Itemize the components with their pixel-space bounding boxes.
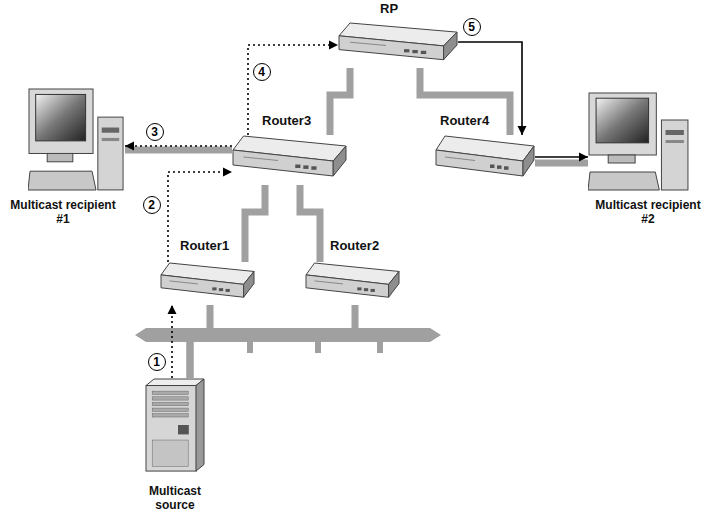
server-icon [145, 378, 205, 472]
rendezvous-point-router: RP [338, 22, 458, 68]
router-icon [160, 262, 255, 305]
arrowhead [223, 168, 232, 177]
arrowhead [168, 305, 177, 314]
callout-number: 5 [463, 18, 481, 36]
connector-line [171, 305, 173, 378]
router-icon [338, 22, 458, 68]
callout-number: 2 [143, 196, 161, 214]
network-link [300, 185, 320, 262]
node-label: Multicast source [130, 484, 220, 512]
callout-number: 4 [253, 63, 271, 81]
arrowhead [125, 142, 134, 151]
connector-line [168, 172, 232, 262]
router-icon [305, 262, 400, 305]
node-label: Router3 [262, 113, 311, 129]
router: Router1 [160, 262, 255, 305]
node-label: Router2 [330, 238, 379, 254]
node-label: Multicast recipient #2 [593, 198, 703, 226]
pc-icon [588, 92, 690, 192]
network-link [420, 68, 510, 135]
dotted-flow-arrow [168, 305, 177, 378]
source-server: Multicast source [145, 378, 205, 472]
connector-line [125, 145, 232, 147]
flow-arrow [535, 153, 588, 162]
router-icon [232, 135, 347, 185]
node-label: Multicast recipient #1 [8, 198, 118, 226]
connector-line [330, 68, 350, 135]
network-link [535, 163, 588, 164]
network-link [125, 150, 232, 151]
connector-line [125, 147, 232, 154]
dotted-flow-arrow [125, 142, 232, 151]
arrowhead [579, 153, 588, 162]
callout-number: 1 [148, 353, 166, 371]
network-link [190, 305, 355, 378]
router: Router2 [305, 262, 400, 305]
connector-line [190, 305, 355, 378]
arrowhead [329, 41, 338, 50]
router: Router3 [232, 135, 347, 185]
network-link [330, 68, 350, 135]
node-label: RP [380, 1, 398, 17]
callout-number: 3 [146, 123, 164, 141]
recipient-computer: Multicast recipient #1 [28, 88, 125, 192]
pc-icon [28, 88, 125, 192]
router-icon [435, 135, 535, 185]
node-label: Router1 [180, 238, 229, 254]
bus-tap [247, 342, 253, 353]
connector-line [300, 185, 320, 262]
bus-tap [377, 342, 383, 353]
dotted-flow-arrow [248, 41, 338, 136]
bus-tap [315, 342, 321, 353]
recipient-computer: Multicast recipient #2 [588, 92, 690, 192]
connector-line [420, 68, 510, 135]
router: Router4 [435, 135, 535, 185]
dotted-flow-arrow [168, 168, 232, 263]
connector-line [248, 45, 338, 135]
network-link [245, 185, 265, 262]
arrowhead [518, 126, 527, 135]
node-label: Router4 [440, 113, 489, 129]
connector-line [245, 185, 265, 262]
